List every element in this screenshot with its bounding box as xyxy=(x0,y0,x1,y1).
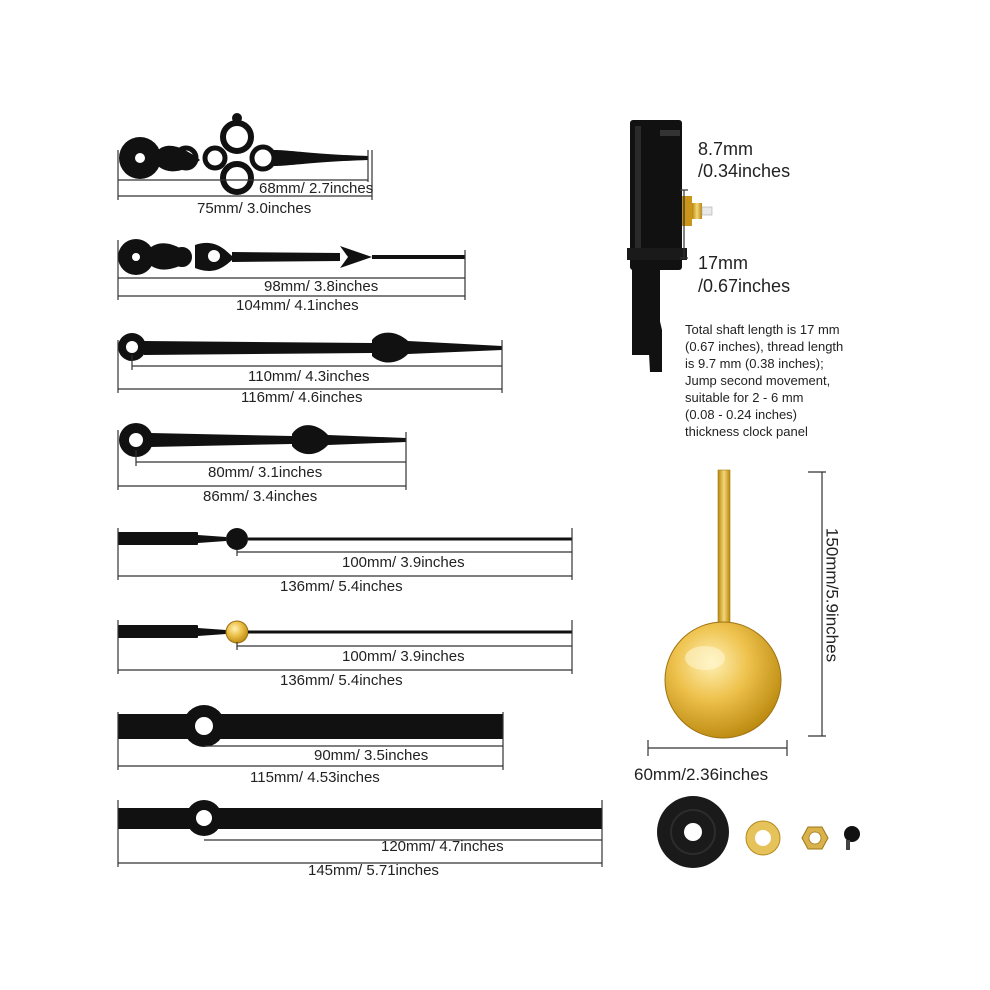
hand-4-outer-label: 86mm/ 3.4inches xyxy=(203,488,318,505)
short-spade-hand xyxy=(119,423,406,457)
pendulum xyxy=(664,469,782,739)
flat-bar-hand-long xyxy=(118,800,602,836)
description-line: Total shaft length is 17 mm xyxy=(685,322,840,337)
hand-6-inner-label: 100mm/ 3.9inches xyxy=(342,648,465,665)
hand-8-dimension-lines xyxy=(117,800,603,867)
hand-5-outer-label: 136mm/ 5.4inches xyxy=(280,578,403,595)
rubber-washer xyxy=(657,796,729,868)
description-line: is 9.7 mm (0.38 inches); xyxy=(685,356,824,371)
hand-3-inner-label: 110mm/ 4.3inches xyxy=(248,368,370,385)
ornate-minute-hand xyxy=(118,239,465,275)
shaft-length-mm: 17mm xyxy=(698,253,749,273)
hand-7-inner-label: 90mm/ 3.5inches xyxy=(314,747,429,764)
hand-8-inner-label: 120mm/ 4.7inches xyxy=(381,838,504,855)
hanger-screw xyxy=(844,826,860,850)
flat-bar-hand-medium xyxy=(118,705,503,747)
hand-2-outer-label: 104mm/ 4.1inches xyxy=(236,297,359,314)
hand-1-dimension-lines xyxy=(117,150,373,200)
hand-2-dimension-lines xyxy=(117,240,466,300)
pendulum-length-label: 150mm/5.9inches xyxy=(822,527,842,663)
hand-1-outer-label: 75mm/ 3.0inches xyxy=(197,200,312,217)
long-spade-hand xyxy=(118,332,502,363)
hand-5-inner-label: 100mm/ 3.9inches xyxy=(342,554,465,571)
description-line: thickness clock panel xyxy=(685,424,808,439)
description-line: (0.08 - 0.24 inches) xyxy=(685,407,798,422)
hand-2-inner-label: 98mm/ 3.8inches xyxy=(264,278,379,295)
hand-3-outer-label: 116mm/ 4.6inches xyxy=(241,389,363,406)
description-line: Jump second movement, xyxy=(685,373,831,388)
thread-length-mm: 8.7mm xyxy=(698,139,754,159)
thread-length-inches: /0.34inches xyxy=(698,161,791,181)
hand-7-dimension-lines xyxy=(117,712,504,770)
clock-movement xyxy=(627,120,713,372)
hand-6-dimension-lines xyxy=(117,620,573,674)
hand-6-outer-label: 136mm/ 5.4inches xyxy=(280,672,403,689)
hand-4-dimension-lines xyxy=(117,430,407,490)
description-line: suitable for 2 - 6 mm xyxy=(685,390,804,405)
movement-dimension-lines xyxy=(680,189,688,259)
black-second-hand xyxy=(118,528,572,550)
description-line: (0.67 inches), thread length xyxy=(685,339,844,354)
pendulum-dimension-lines xyxy=(647,471,826,756)
hand-1-inner-label: 68mm/ 2.7inches xyxy=(259,180,374,197)
hand-7-outer-label: 115mm/ 4.53inches xyxy=(250,769,380,786)
hand-3-dimension-lines xyxy=(117,340,503,393)
ornate-hour-hand xyxy=(119,113,368,195)
pendulum-width-label: 60mm/2.36inches xyxy=(634,765,769,784)
brass-washer xyxy=(745,820,781,856)
shaft-length-inches: /0.67inches xyxy=(698,276,791,296)
hex-nut xyxy=(801,826,829,850)
hand-5-dimension-lines xyxy=(117,528,573,580)
movement-description: Total shaft length is 17 mm (0.67 inches… xyxy=(685,321,885,440)
hand-4-inner-label: 80mm/ 3.1inches xyxy=(208,464,323,481)
hand-8-outer-label: 145mm/ 5.71inches xyxy=(308,862,439,879)
gold-second-hand xyxy=(118,620,572,644)
